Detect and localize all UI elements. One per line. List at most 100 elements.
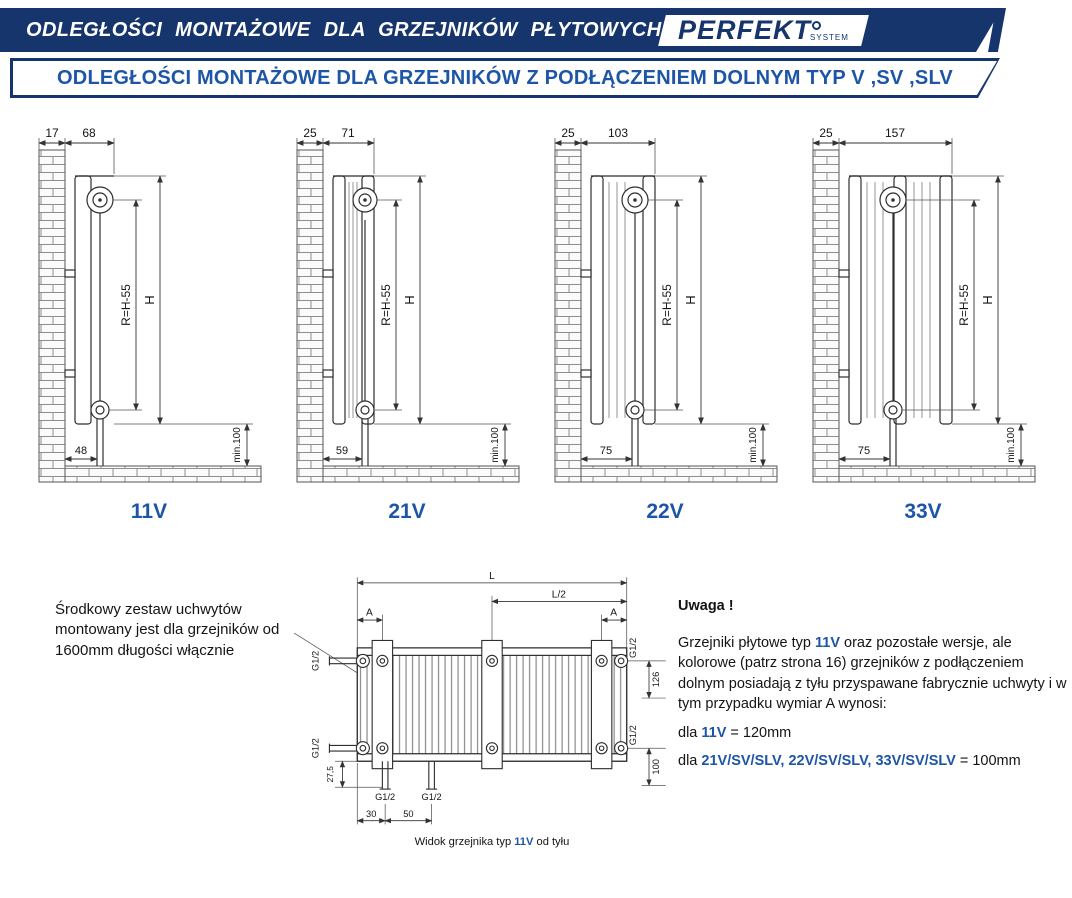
dim-min-label: min.100 <box>490 427 501 463</box>
dim-height-label: H <box>402 295 417 304</box>
convector-fins <box>866 182 931 418</box>
note-p1-post: oraz pozostałe wersje, ale kolorowe (pat… <box>678 634 1067 713</box>
dim-depth-label: 68 <box>82 126 96 140</box>
type-label-21v: 21V <box>388 500 426 523</box>
dim-30-label: 30 <box>366 809 376 819</box>
logo-ring-icon <box>812 21 821 30</box>
dim-half-length-label: L/2 <box>552 590 567 601</box>
view-caption: Widok grzejnika typ 11V od tyłu <box>415 836 570 848</box>
subtitle-banner-inner: ODLEGŁOŚCI MONTAŻOWE DLA GRZEJNIKÓW Z PO… <box>13 61 997 95</box>
logo-system-label: SYSTEM <box>809 32 849 42</box>
note-l2-type: 11V <box>701 724 727 741</box>
thread-label-right-bottom: G1/2 <box>628 725 638 745</box>
dimension-lines <box>812 140 1024 467</box>
radiator-section <box>838 175 953 466</box>
dim-min-label: min.100 <box>748 427 759 463</box>
type-label-11v: 11V <box>130 500 168 523</box>
logo-text: PERFEKT <box>677 14 811 45</box>
dim-126-label: 126 <box>651 672 661 688</box>
wall-and-floor <box>296 149 520 483</box>
perfekt-logo-inner: PERFEKT SYSTEM <box>678 17 849 44</box>
type-label-33v: 33V <box>904 500 942 523</box>
dim-height-label: H <box>683 295 698 304</box>
radiator-section <box>64 175 114 466</box>
dim-100-label: 100 <box>651 759 661 775</box>
note-l3-post: = 100mm <box>955 753 1021 770</box>
note-l2-pre: dla <box>678 724 702 741</box>
type-label-22v: 22V <box>646 500 684 523</box>
dim-depth-label: 157 <box>885 126 905 140</box>
wall-and-floor <box>554 149 778 483</box>
diagrams-row: 17 68 R=H-55 H 48 min.100 11V <box>0 124 1072 524</box>
radiator-section <box>580 175 656 466</box>
dimension-lines <box>554 140 766 467</box>
page-title: ODLEGŁOŚCI MONTAŻOWE DLA GRZEJNIKÓW PŁYT… <box>26 18 662 41</box>
dim-wall-label: 25 <box>303 126 317 140</box>
page-subtitle: ODLEGŁOŚCI MONTAŻOWE DLA GRZEJNIKÓW Z PO… <box>57 66 953 89</box>
dimension-lines <box>38 140 250 467</box>
dim-height-label: H <box>980 295 995 304</box>
side-connections <box>328 656 358 753</box>
thread-label-top-left: G1/2 <box>310 651 320 671</box>
diagram-33v-drawing: 25 157 R=H-55 H 75 min.100 <box>812 126 1036 483</box>
note-line-other-types: dla 21V/SV/SLV, 22V/SV/SLV, 33V/SV/SLV =… <box>678 751 1070 772</box>
corner-fittings <box>355 653 629 756</box>
dim-a-right-label: A <box>610 607 617 618</box>
convector-fins <box>608 182 626 418</box>
note-title: Uwaga ! <box>678 598 734 614</box>
dim-wall-label: 25 <box>819 126 833 140</box>
dim-radius-label: R=H-55 <box>957 284 971 326</box>
dim-27-5-label: 27,5 <box>325 766 335 783</box>
diagram-11v-drawing: 17 68 R=H-55 H 48 min.100 <box>38 126 262 483</box>
dimension-lines <box>296 140 508 467</box>
wall-and-floor <box>812 149 1036 483</box>
dim-min-label: min.100 <box>232 427 243 463</box>
dim-bottom-label: 75 <box>858 445 870 457</box>
dim-height-label: H <box>142 295 157 304</box>
note-p1-pre: Grzejniki płytowe typ <box>678 634 815 651</box>
note-paragraph: Grzejniki płytowe typ 11V oraz pozostałe… <box>678 633 1070 715</box>
info-note: Uwaga ! Grzejniki płytowe typ 11V oraz p… <box>678 596 1070 772</box>
note-line-11v: dla 11V = 120mm <box>678 723 1070 744</box>
dim-bottom-label: 75 <box>600 445 612 457</box>
caption-pre: Widok grzejnika typ <box>415 836 515 848</box>
subtitle-banner: ODLEGŁOŚCI MONTAŻOWE DLA GRZEJNIKÓW Z PO… <box>10 58 1000 98</box>
note-p1-type: 11V <box>815 634 840 651</box>
note-l3-pre: dla <box>678 753 702 770</box>
dim-wall-label: 17 <box>45 126 59 140</box>
caption-type: 11V <box>514 836 534 848</box>
extension-lines <box>812 138 1027 465</box>
diagram-figure-33v: 25 157 R=H-55 H 75 min.100 33V <box>796 124 1050 524</box>
caption-post: od tyłu <box>533 836 569 848</box>
dim-radius-label: R=H-55 <box>660 284 674 326</box>
mounting-brackets <box>371 639 613 770</box>
thread-label-bottom-pipe-1: G1/2 <box>375 792 395 802</box>
dim-depth-label: 71 <box>341 126 355 140</box>
radiator-section <box>322 175 378 466</box>
bottom-connections <box>379 761 438 790</box>
dim-bottom-label: 59 <box>336 445 348 457</box>
rear-view-drawing: L L/2 A A G1/2 G1/2 G1/2 126 G1/2 100 27… <box>293 571 666 848</box>
note-l2-post: = 120mm <box>726 724 792 741</box>
header-banner: ODLEGŁOŚCI MONTAŻOWE DLA GRZEJNIKÓW PŁYT… <box>0 8 1002 52</box>
dim-min-label: min.100 <box>1006 427 1017 463</box>
dim-depth-label: 103 <box>608 126 628 140</box>
perfekt-logo: PERFEKT SYSTEM <box>658 15 869 46</box>
diagram-22v-drawing: 25 103 R=H-55 H 75 min.100 <box>554 126 778 483</box>
thread-label-top-right: G1/2 <box>628 638 638 658</box>
side-note: Środkowy zestaw uchwytów montowany jest … <box>55 601 280 659</box>
dim-radius-label: R=H-55 <box>119 284 133 326</box>
diagram-21v-drawing: 25 71 R=H-55 H 59 min.100 <box>296 126 520 483</box>
thread-label-bottom-left: G1/2 <box>310 738 320 758</box>
dim-radius-label: R=H-55 <box>379 284 393 326</box>
dim-bottom-label: 48 <box>75 445 87 457</box>
convector-fins <box>348 182 358 418</box>
diagram-figure-11v: 17 68 R=H-55 H 48 min.100 11V <box>22 124 276 524</box>
diagram-figure-21v: 25 71 R=H-55 H 59 min.100 21V <box>280 124 534 524</box>
note-l3-types: 21V/SV/SLV, 22V/SV/SLV, 33V/SV/SLV <box>701 753 956 770</box>
thread-label-bottom-pipe-2: G1/2 <box>422 792 442 802</box>
dim-length-label: L <box>489 571 495 582</box>
diagram-figure-22v: 25 103 R=H-55 H 75 min.100 22V <box>538 124 792 524</box>
view-dimension-lines <box>339 580 652 824</box>
